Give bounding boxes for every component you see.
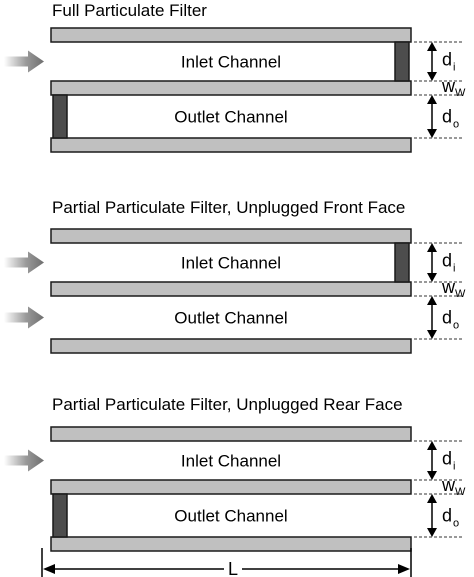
inlet-height-subscript: i	[453, 263, 455, 275]
outlet-height-subscript: o	[453, 320, 459, 332]
panel-3: Partial Particulate Filter, Unplugged Re…	[4, 395, 466, 552]
top-wall	[50, 228, 412, 244]
inlet-channel-label: Inlet Channel	[181, 254, 281, 273]
inlet-height-subscript: i	[453, 62, 455, 74]
arrowhead-down-icon	[427, 129, 437, 138]
inlet-channel-label: Inlet Channel	[181, 53, 281, 72]
arrowhead-up-icon	[427, 494, 437, 503]
outlet-height-symbol: d	[442, 506, 452, 526]
outlet-front-plug	[52, 94, 68, 139]
inlet-rear-plug	[394, 41, 410, 82]
wall-thickness-subscript: W	[455, 486, 466, 498]
outlet-height-symbol: d	[442, 107, 452, 127]
wall-thickness-subscript: W	[455, 288, 466, 300]
outlet-height-dimension	[427, 296, 437, 339]
outlet-height-dimension	[427, 95, 437, 138]
outlet-channel-label: Outlet Channel	[174, 108, 287, 127]
arrowhead-right-icon	[398, 564, 410, 574]
outlet-height-subscript: o	[453, 119, 459, 131]
inlet-height-symbol: d	[442, 50, 452, 70]
panel-title: Partial Particulate Filter, Unplugged Re…	[52, 395, 403, 414]
arrowhead-up-icon	[427, 243, 437, 252]
outlet-channel-label: Outlet Channel	[174, 507, 287, 526]
outlet-channel-label: Outlet Channel	[174, 309, 287, 328]
inlet-height-dimension	[427, 42, 437, 81]
arrowhead-down-icon	[427, 273, 437, 282]
wall-thickness-symbol: w	[441, 277, 456, 297]
outlet-height-symbol: d	[442, 308, 452, 328]
arrowhead-down-icon	[427, 330, 437, 339]
panel-title: Full Particulate Filter	[52, 1, 207, 20]
top-wall	[50, 426, 412, 442]
length-dimension: L	[41, 548, 412, 577]
panel-title: Partial Particulate Filter, Unplugged Fr…	[52, 198, 405, 217]
outlet-height-subscript: o	[453, 518, 459, 530]
inlet-flow-arrow-icon	[4, 50, 44, 73]
arrowhead-down-icon	[427, 471, 437, 480]
wall-thickness-symbol: w	[441, 76, 456, 96]
arrowhead-down-icon	[427, 72, 437, 81]
inlet-channel-label: Inlet Channel	[181, 452, 281, 471]
length-label: L	[228, 559, 238, 577]
inlet-height-dimension	[427, 243, 437, 282]
arrowhead-up-icon	[427, 441, 437, 450]
bottom-wall	[50, 338, 412, 354]
arrowhead-up-icon	[427, 42, 437, 51]
inlet-height-symbol: d	[442, 251, 452, 271]
top-wall	[50, 27, 412, 43]
arrowhead-left-icon	[43, 564, 55, 574]
wall-thickness-symbol: w	[441, 475, 456, 495]
wall-thickness-subscript: W	[455, 87, 466, 99]
inlet-height-dimension	[427, 441, 437, 480]
inlet-rear-plug	[394, 242, 410, 283]
inlet-height-subscript: i	[453, 461, 455, 473]
panel-2: Partial Particulate Filter, Unplugged Fr…	[4, 198, 466, 354]
middle-wall	[50, 479, 412, 495]
bottom-wall	[50, 536, 412, 552]
outlet-front-plug	[52, 493, 68, 538]
arrowhead-down-icon	[427, 528, 437, 537]
arrowhead-up-icon	[427, 95, 437, 104]
inlet-height-symbol: d	[442, 449, 452, 469]
bottom-wall	[50, 137, 412, 153]
outlet-flow-arrow-icon	[4, 306, 44, 329]
inlet-flow-arrow-icon	[4, 449, 44, 472]
arrowhead-up-icon	[427, 296, 437, 305]
inlet-flow-arrow-icon	[4, 251, 44, 274]
middle-wall	[50, 281, 412, 297]
middle-wall	[50, 80, 412, 96]
outlet-height-dimension	[427, 494, 437, 537]
